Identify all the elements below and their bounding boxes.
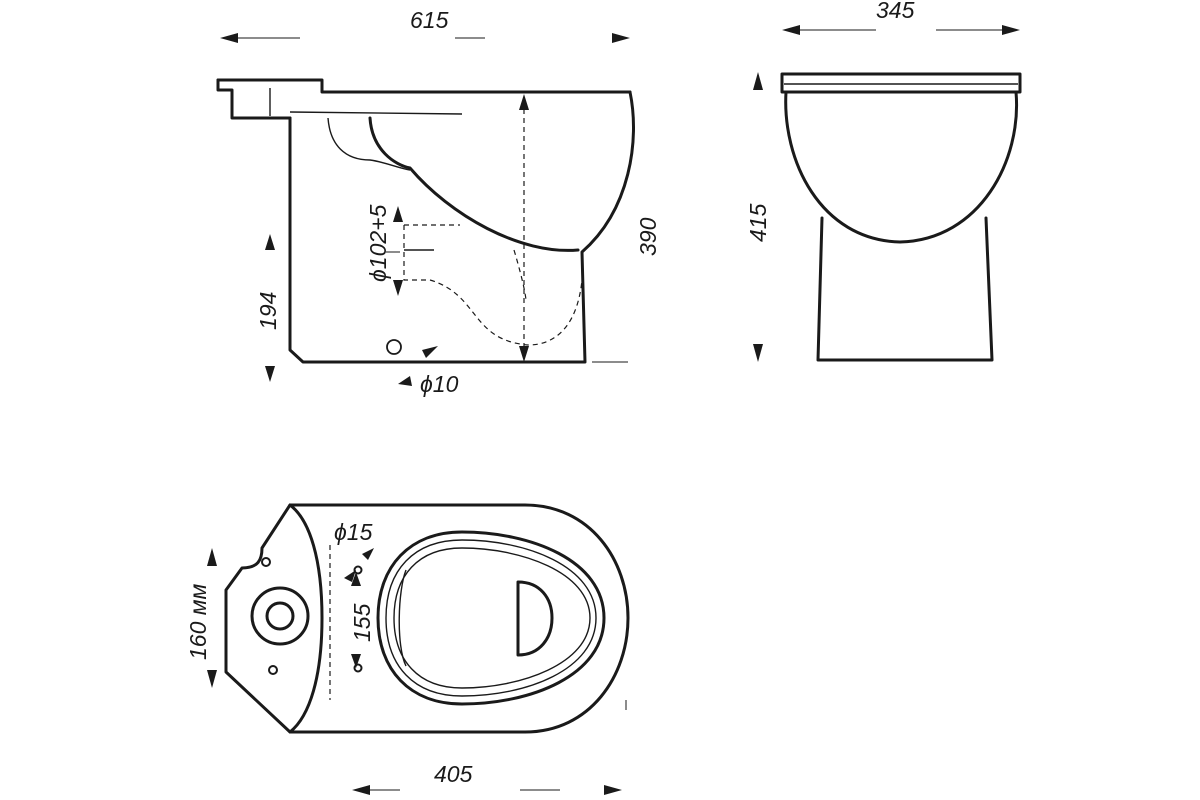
- side-small-hole: [386, 339, 402, 355]
- dim-bolt-hole: ϕ15: [334, 519, 373, 545]
- dim-side-height: 390: [635, 217, 661, 256]
- front-bowl: [784, 90, 1019, 244]
- top-bolt-hole: [353, 565, 363, 575]
- dimension-labels: 615 345 390 415 194 ϕ102+5 ϕ10 ϕ15 155 1…: [185, 0, 915, 787]
- front-seat-top: [780, 72, 1022, 94]
- front-view: [780, 72, 1022, 362]
- dim-front-height: 415: [745, 203, 771, 242]
- dim-outlet-height: 194: [255, 292, 281, 330]
- dim-bolt-spacing: 155: [349, 603, 375, 642]
- top-outline: [224, 503, 630, 734]
- dimension-lines: [207, 25, 1020, 795]
- top-view: [224, 503, 630, 734]
- dim-outlet-diameter: ϕ102+5: [365, 204, 391, 282]
- side-body-outline: [288, 90, 635, 364]
- front-pedestal: [816, 216, 994, 362]
- side-outlet-hidden: [403, 224, 583, 346]
- top-drain-outlet: [516, 580, 554, 657]
- side-view: [216, 78, 635, 364]
- dim-front-width: 345: [876, 0, 915, 23]
- top-bowl-rim: [376, 530, 606, 706]
- dim-cistern-depth: 160 мм: [185, 583, 211, 660]
- top-cistern-hole: [261, 557, 271, 567]
- side-bowl-interior: [368, 116, 580, 252]
- dim-side-width: 615: [410, 7, 449, 33]
- side-cistern-platform: [216, 78, 632, 94]
- dim-side-hole: ϕ10: [420, 371, 459, 397]
- top-cistern-valve: [250, 586, 310, 646]
- dim-top-length: 405: [434, 761, 473, 787]
